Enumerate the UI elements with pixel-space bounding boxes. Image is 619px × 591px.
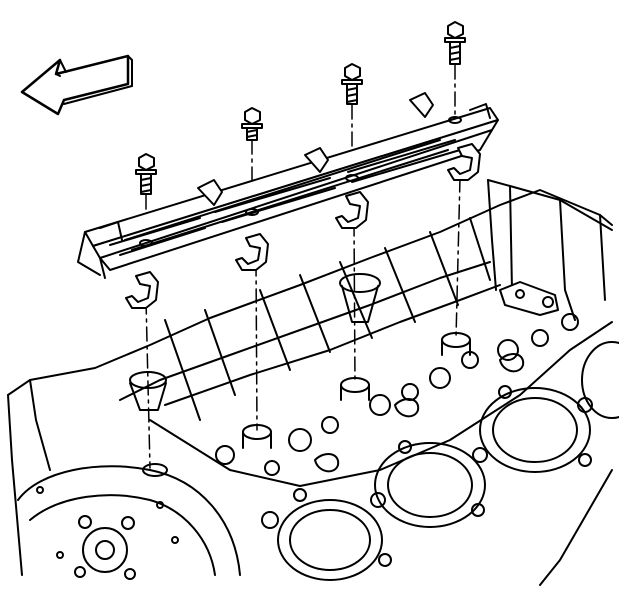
- lifter-guide: [447, 143, 481, 181]
- engine-block: [7, 179, 619, 586]
- lifter-guide: [125, 271, 159, 309]
- lifter-guide-retainer: [77, 92, 499, 279]
- front-direction-arrow-icon: [20, 54, 133, 116]
- retainer-bolt: [341, 63, 363, 105]
- assembly-lines: [145, 64, 461, 469]
- retainer-bolt: [444, 21, 466, 65]
- retainer-bolt: [241, 107, 263, 141]
- retainer-bolts: [135, 21, 466, 195]
- retainer-bolt: [135, 153, 157, 195]
- lifter-guides: [125, 143, 481, 309]
- cylinder-bores: [261, 341, 619, 581]
- lifter-guide: [335, 191, 369, 229]
- lifter-guide: [235, 233, 269, 271]
